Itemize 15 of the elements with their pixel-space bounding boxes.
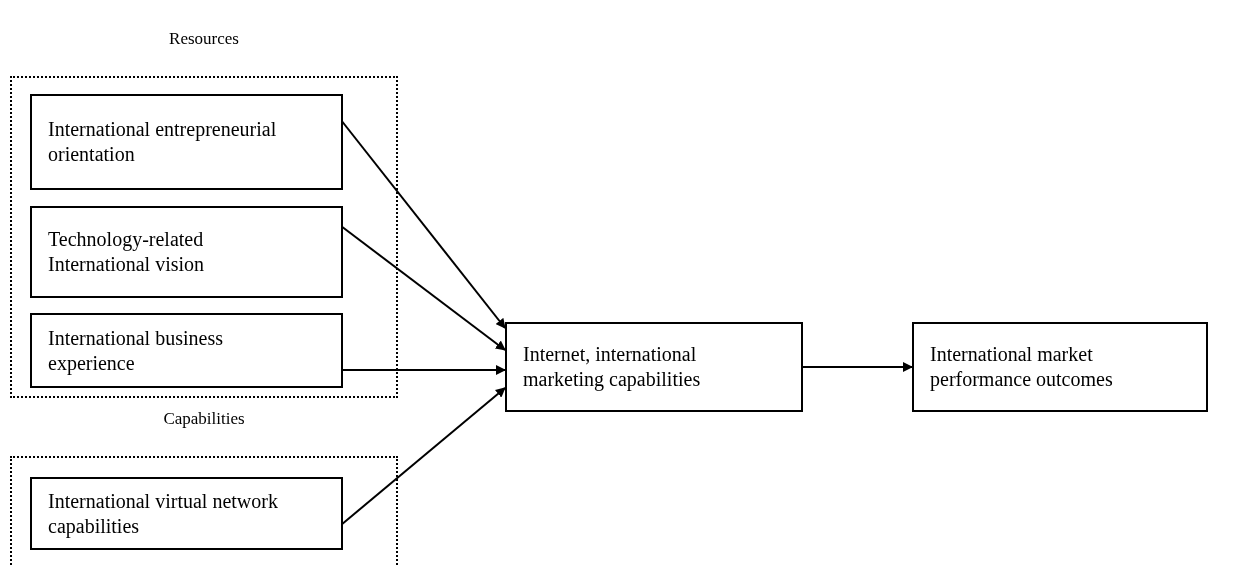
group-heading: Resources [168, 28, 240, 50]
concept-box [505, 322, 803, 412]
box-label: International entrepreneurial orientation [48, 117, 278, 167]
box-label: International business experience [48, 325, 224, 376]
concept-box [30, 206, 343, 298]
group-heading: Capabilities [162, 408, 246, 430]
concept-box [30, 94, 343, 190]
box-label: Technology-related International vision [48, 227, 206, 277]
concept-box [912, 322, 1208, 412]
arrow [802, 362, 913, 372]
box-label: International virtual network capabilities [48, 488, 279, 539]
concept-box [30, 313, 343, 388]
box-label: Internet, international marketing capabilities [523, 342, 702, 392]
box-label: International market performance outcomes [930, 342, 1114, 392]
concept-box [30, 477, 343, 550]
